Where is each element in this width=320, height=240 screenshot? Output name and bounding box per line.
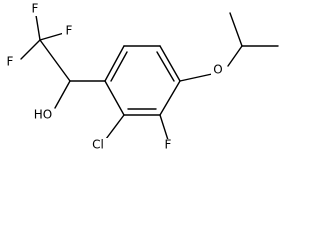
ring-double-c6-c1 — [110, 51, 128, 82]
structure-canvas: F F F HO Cl F O — [3, 1, 279, 152]
atom-chlorine: Cl — [92, 138, 104, 152]
bond-choh-oh — [54, 80, 71, 109]
bond-o-ch — [227, 45, 243, 67]
hydroxyl-bg — [30, 108, 54, 122]
atom-f-left: F — [7, 55, 14, 69]
bond-ring-f — [159, 114, 169, 141]
bond-ring-o — [179, 73, 213, 82]
bond-cf3-f-mid — [39, 32, 65, 41]
f-ring-bg — [161, 139, 175, 152]
ring-bond-c4-c5 — [159, 45, 181, 82]
bond-ch-me-left — [229, 12, 243, 47]
ring-bond-c3-c4 — [159, 80, 181, 116]
ether-oxygen-bg — [211, 63, 225, 77]
atom-hydroxyl: HO — [34, 108, 52, 122]
ring-double-c4-c5 — [156, 51, 175, 82]
f-top-bg — [28, 3, 42, 16]
atom-ether-oxygen: O — [213, 63, 222, 77]
atom-f-mid: F — [66, 24, 73, 38]
bond-cf3-choh — [39, 39, 71, 82]
atom-f-top: F — [32, 2, 39, 16]
f-mid-bg — [62, 25, 76, 38]
atom-f-ring: F — [165, 138, 172, 152]
ring-bond-c6-c1 — [104, 45, 125, 82]
ring-bond-c1-c2 — [104, 80, 125, 116]
bond-cf3-f-left — [20, 39, 41, 60]
f-left-bg — [3, 55, 17, 68]
chemical-structure: F F F HO Cl F O — [3, 1, 279, 152]
chlorine-bg — [88, 138, 110, 152]
bond-ring-cl — [105, 114, 125, 140]
